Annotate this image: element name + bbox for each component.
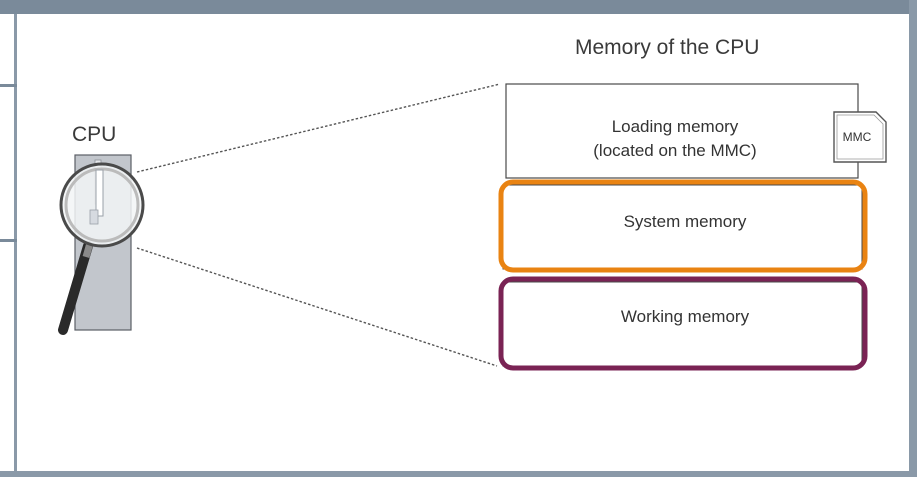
cpu-label: CPU <box>72 123 117 146</box>
loading-memory-box <box>505 83 859 179</box>
loading-memory-line1: Loading memory <box>611 117 739 136</box>
frame-left-bar <box>14 14 17 474</box>
frame-right-bar <box>909 0 917 477</box>
mmc-card-icon <box>833 111 887 163</box>
loading-memory-label: Loading memory (located on the MMC) <box>510 115 840 163</box>
zoom-line-bottom <box>136 247 498 367</box>
working-memory-box <box>502 281 863 367</box>
system-memory-label: System memory <box>623 212 747 231</box>
frame-left-stub-lower <box>0 239 17 242</box>
frame-bottom-bar <box>0 471 917 477</box>
mmc-card-label: MMC <box>842 130 872 144</box>
zoom-line-top <box>136 83 501 173</box>
system-memory-highlight <box>498 179 868 273</box>
diagram-title: Memory of the CPU <box>575 36 760 59</box>
frame-left-stub-upper <box>0 84 17 87</box>
frame-top-bar <box>0 0 917 14</box>
working-memory-highlight <box>498 276 868 371</box>
working-memory-label: Working memory <box>620 307 750 326</box>
magnifier-icon <box>58 162 145 335</box>
loading-memory-line2: (located on the MMC) <box>593 141 757 160</box>
